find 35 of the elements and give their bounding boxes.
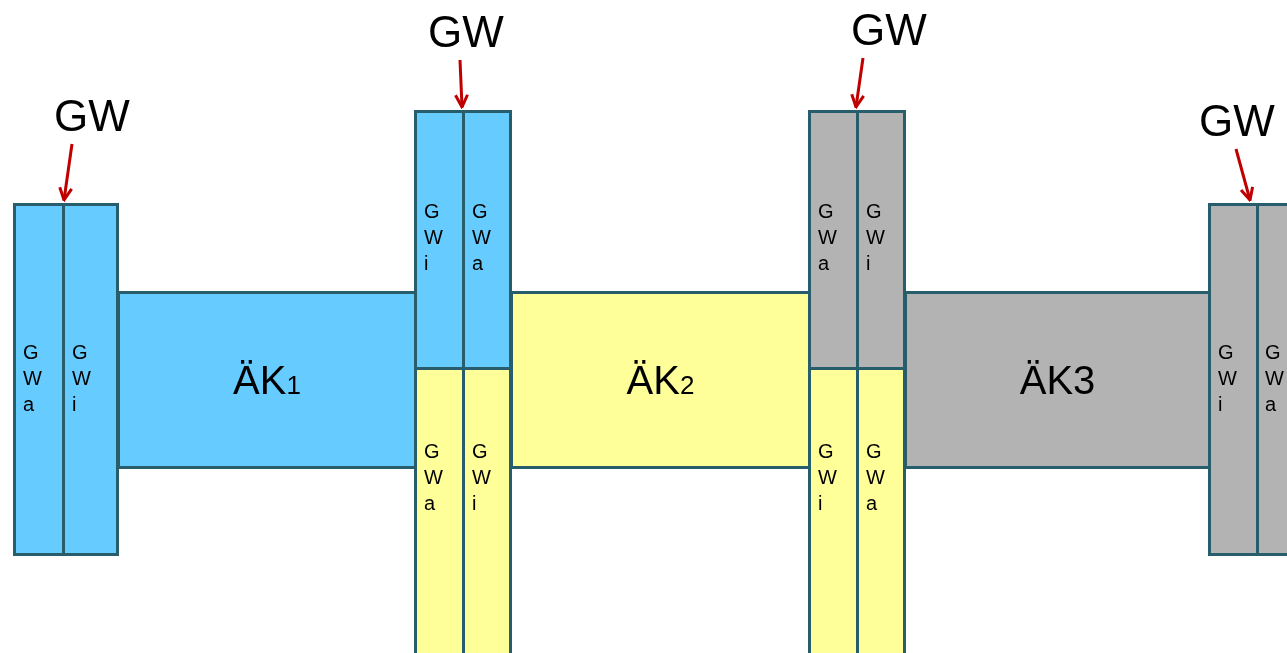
arrow — [454, 59, 469, 109]
boundary-value-label: GW — [851, 6, 927, 54]
boundary-cell — [1208, 203, 1259, 556]
boundary-value-label: GW — [428, 8, 504, 56]
boundary-label: G W a — [1265, 340, 1284, 417]
boundary-label: G W a — [472, 199, 491, 276]
equivalence-class-bar — [117, 291, 417, 469]
arrow — [1234, 148, 1255, 202]
arrow — [58, 143, 74, 202]
boundary-label: G W i — [1218, 340, 1237, 417]
boundary-cell — [808, 110, 859, 370]
boundary-cell — [13, 203, 65, 556]
boundary-value-label: GW — [1199, 97, 1275, 145]
boundary-label: G W a — [23, 340, 42, 417]
boundary-value-label: GW — [54, 92, 130, 140]
boundary-cell — [856, 110, 906, 370]
boundary-cell — [808, 367, 859, 653]
boundary-label: G W a — [818, 199, 837, 276]
boundary-cell — [414, 367, 465, 653]
boundary-label: G W a — [866, 439, 885, 516]
boundary-cell — [462, 367, 512, 653]
boundary-cell — [62, 203, 119, 556]
boundary-label: G W a — [424, 439, 443, 516]
arrow — [850, 57, 866, 109]
boundary-cell — [856, 367, 906, 653]
boundary-label: G W i — [472, 439, 491, 516]
equivalence-class-bar — [904, 291, 1211, 469]
class-label: ÄK3 — [1019, 357, 1096, 403]
boundary-label: G W i — [424, 199, 443, 276]
boundary-label: G W i — [866, 199, 885, 276]
boundary-cell — [414, 110, 465, 370]
equivalence-class-bar — [510, 291, 811, 469]
boundary-label: G W i — [818, 439, 837, 516]
boundary-label: G W i — [72, 340, 91, 417]
boundary-cell — [462, 110, 512, 370]
